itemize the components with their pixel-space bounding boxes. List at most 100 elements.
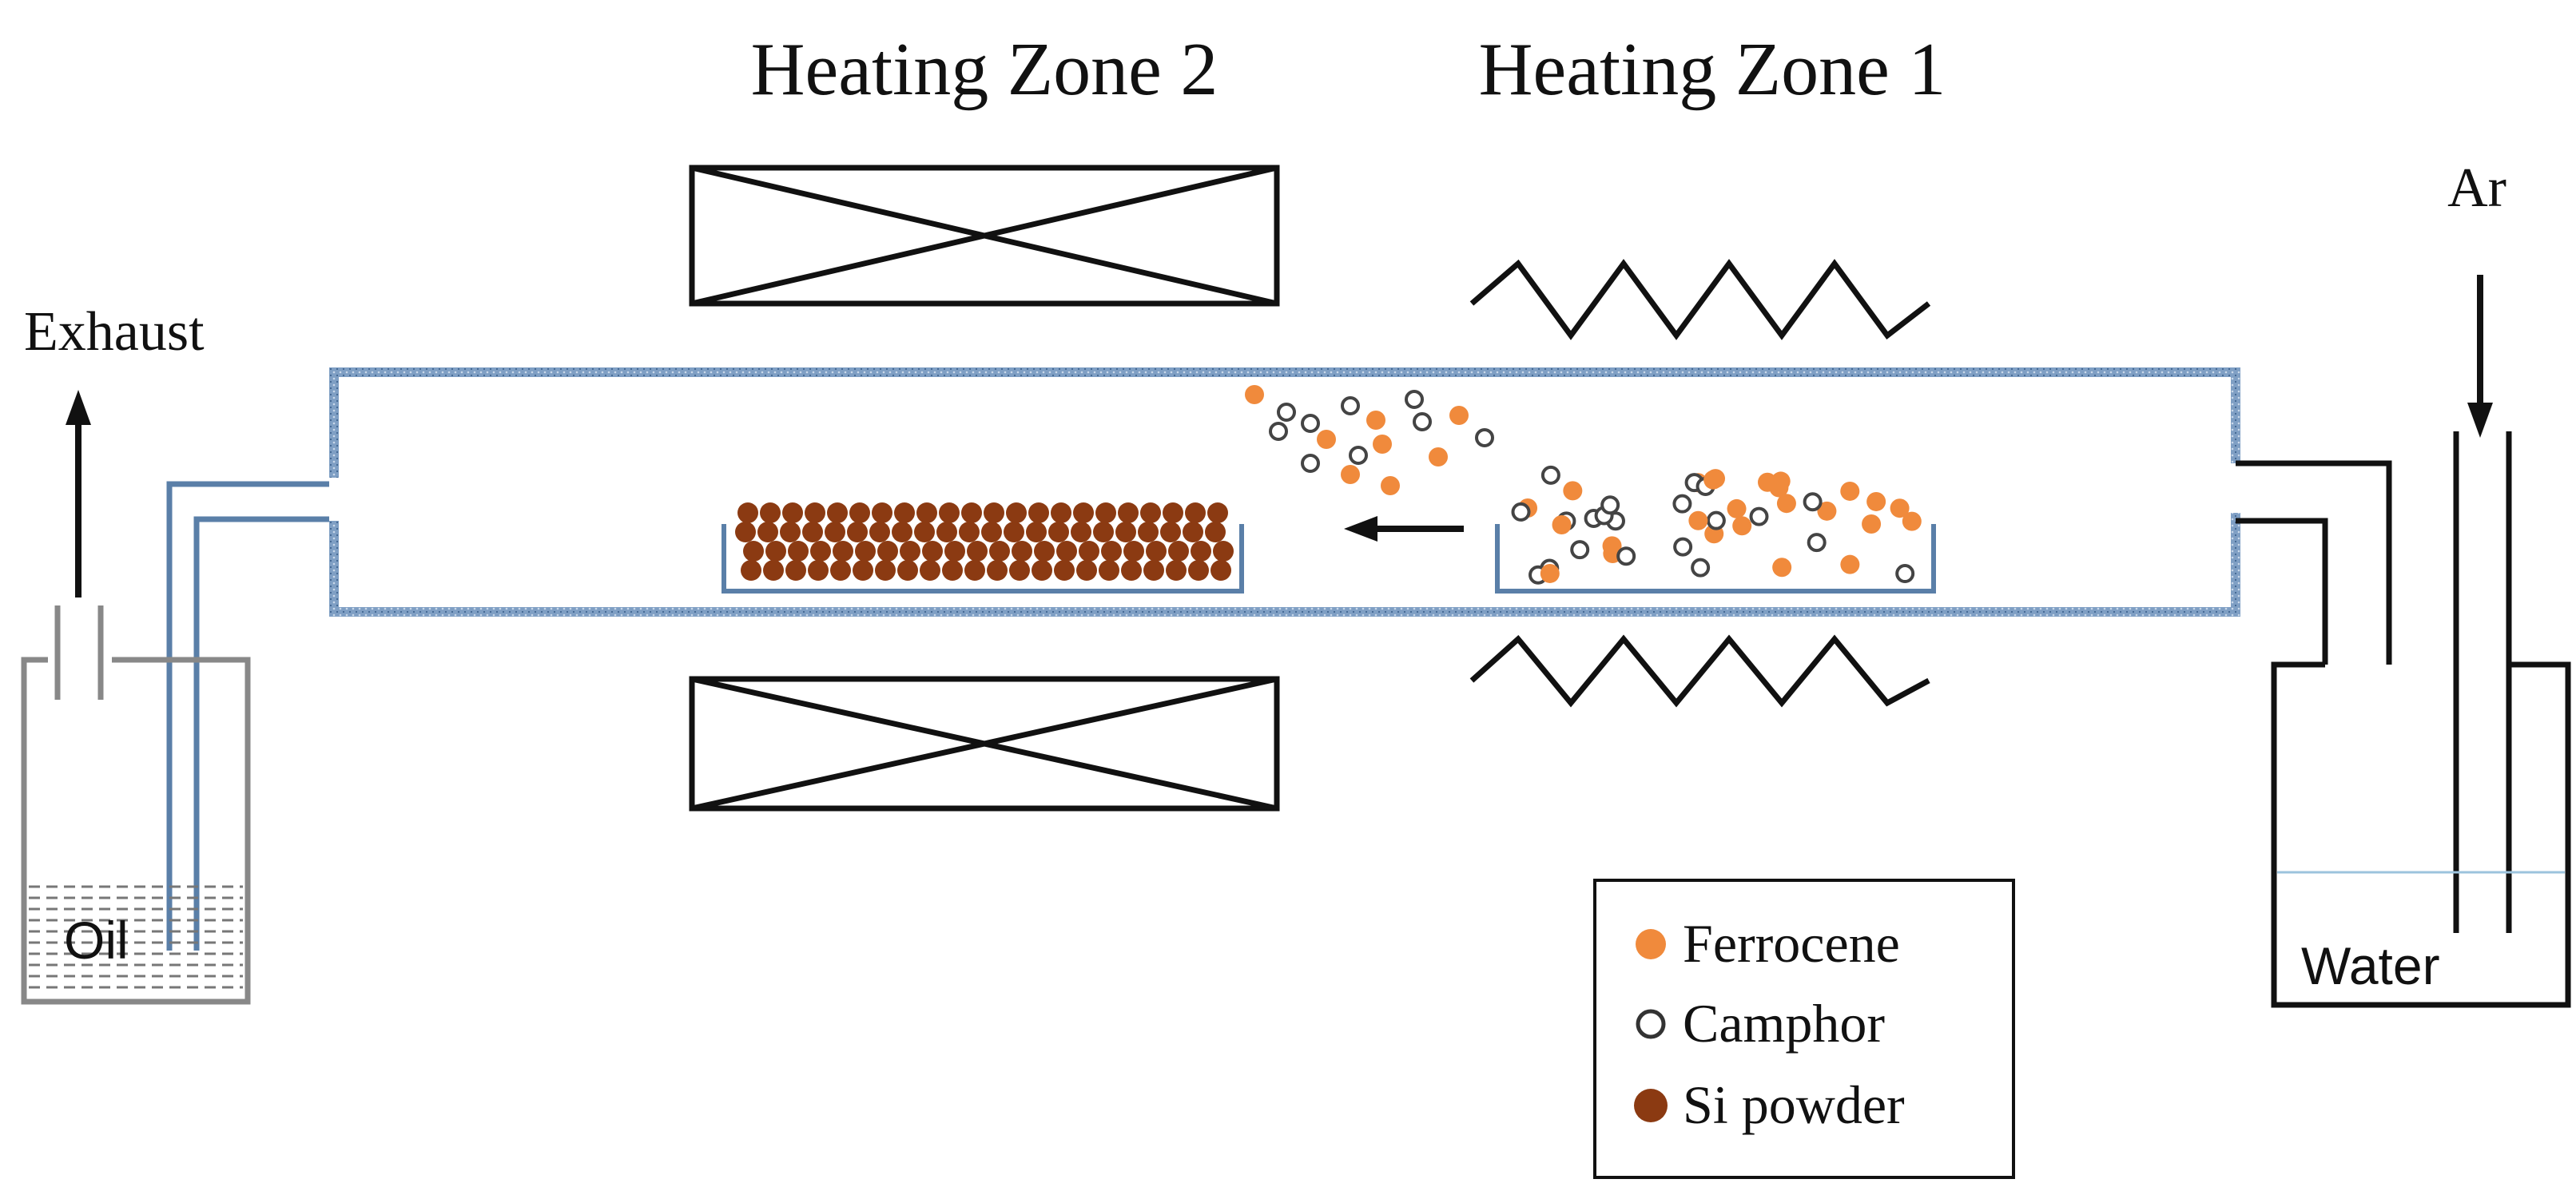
si-particle [1118,502,1139,523]
si-particle [942,560,963,581]
si-particle [1093,522,1114,542]
oil-label: Oil [64,911,129,970]
si-particle [833,541,853,562]
legend: Ferrocene Camphor Si powder [1593,879,2015,1179]
si-particle [741,560,761,581]
si-particle [1210,560,1231,581]
ar-label: Ar [2447,157,2506,219]
ferrocene-particle [1688,510,1708,530]
si-particle [1207,502,1228,523]
si-particle [1168,541,1189,562]
si-particle [1026,522,1047,542]
exhaust-tubing [166,481,329,951]
si-particle [1095,502,1116,523]
si-particle [1191,541,1211,562]
camphor-vapor-particle [1277,403,1296,422]
camphor-particle [1570,540,1590,560]
ferrocene-vapor-particle [1429,447,1448,466]
si-particle [875,560,896,581]
si-particle [897,560,918,581]
si-particle [1121,560,1142,581]
ferrocene-particle [1840,481,1860,501]
ferrocene-vapor-particle [1449,406,1469,425]
vapor-particles [1245,385,1494,495]
camphor-particle [1807,533,1827,553]
si-particle [1048,522,1069,542]
si-particle [987,560,1008,581]
camphor-particle [1673,537,1693,557]
camphor-particle [1706,510,1726,530]
si-particle [1004,522,1024,542]
si-particle [1012,541,1032,562]
camphor-particle [1600,495,1620,515]
si-particle [1188,560,1209,581]
ferrocene-particle [1540,563,1560,583]
si-particle [967,541,988,562]
ferrocene-particle [1772,558,1792,578]
si-particle [1183,522,1203,542]
legend-ferrocene-icon [1636,929,1666,959]
heating-zone-2-top-block [689,165,1280,307]
si-particle [1034,541,1055,562]
si-particle [849,502,870,523]
si-particle [847,522,868,542]
si-particle [827,502,848,523]
ferrocene-particle [1727,498,1747,518]
si-particle [914,522,935,542]
camphor-vapor-particle [1269,422,1288,441]
si-particle [877,541,898,562]
si-particle [810,541,831,562]
si-particle [780,522,801,542]
ferrocene-particle [1703,470,1723,490]
camphor-particle [1803,492,1823,512]
si-particle [981,522,1002,542]
si-particle [989,541,1010,562]
si-particle [1076,560,1097,581]
legend-box [1593,879,2015,1179]
si-particle [1101,541,1122,562]
si-particle [894,502,915,523]
si-particle [1009,560,1030,581]
si-particle [853,560,873,581]
si-particle [782,502,803,523]
si-particle [763,560,784,581]
heating-zone-1-label: Heating Zone 1 [1479,28,1946,111]
water-bubbler [2271,661,2571,1008]
si-particle [984,502,1004,523]
si-particle [1213,541,1234,562]
si-particle [1056,541,1077,562]
si-particle [1054,560,1075,581]
camphor-vapor-particle [1349,446,1368,465]
ferrocene-particle [1817,501,1837,521]
si-particle [1140,502,1161,523]
si-boat [722,524,1244,594]
si-particle [830,560,851,581]
si-particle [1115,522,1136,542]
ferrocene-particle [1776,494,1796,514]
camphor-particle [1895,564,1915,584]
vapor-flow-arrow [1344,516,1464,542]
exhaust-label: Exhaust [24,301,205,363]
si-particle [1079,541,1099,562]
si-particle [1146,541,1167,562]
si-particle [808,560,829,581]
si-particle [900,541,920,562]
oil-level-dashes [29,885,243,989]
si-particle [1071,522,1091,542]
ferrocene-particle [1890,498,1910,518]
camphor-particle [1749,506,1769,526]
si-particle [1163,502,1183,523]
ferrocene-vapor-particle [1366,411,1385,430]
si-particle [1099,560,1119,581]
si-particle [1051,502,1071,523]
camphor-vapor-particle [1475,428,1494,447]
heating-zone-1-top-coil [1469,259,1931,340]
si-particle [735,522,756,542]
precursor-boat [1495,524,1936,594]
camphor-vapor-particle [1413,412,1432,431]
legend-ferrocene-label: Ferrocene [1683,913,1900,974]
si-particle [1123,541,1144,562]
camphor-particle [1672,494,1692,514]
si-particle [916,502,937,523]
si-particle [869,522,890,542]
